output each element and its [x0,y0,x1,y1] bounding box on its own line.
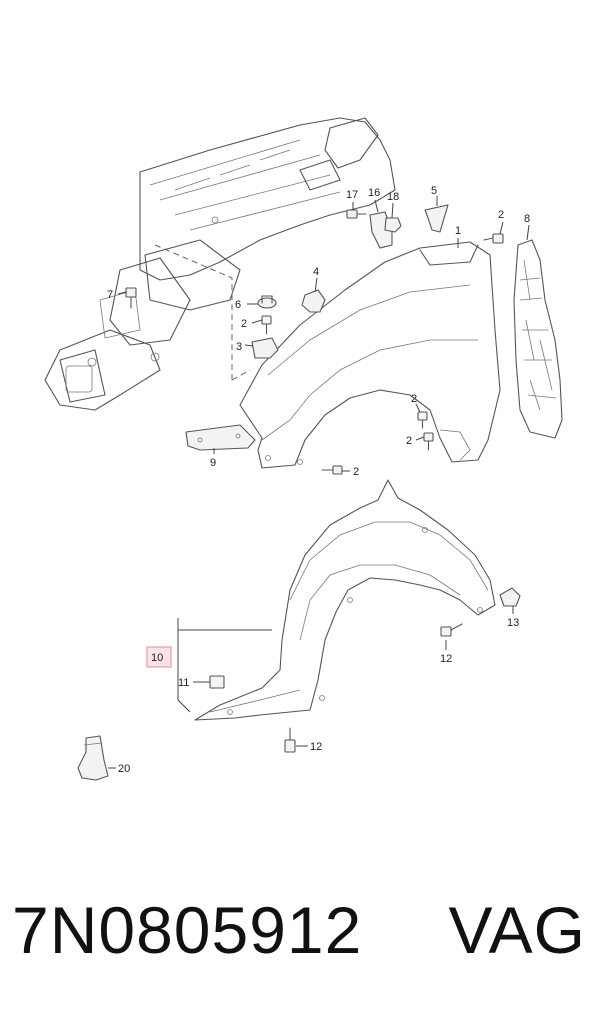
leader-lines [108,196,530,769]
callout-6: 6 [235,299,241,311]
nut-part-6 [257,295,277,309]
callout-20: 20 [118,763,130,775]
callout-2-mid: 2 [241,318,247,330]
callouts: 17 16 18 5 1 2 8 4 7 6 2 3 2 2 9 2 10 11… [107,185,530,775]
callout-1: 1 [455,225,461,237]
grommet-part-20 [77,735,109,781]
front-wing-panel [239,241,501,469]
callout-2-lower-b: 2 [406,435,412,447]
callout-5: 5 [431,185,437,197]
nut-part-18 [384,217,402,233]
callout-18: 18 [387,191,399,203]
clip-part-3 [251,337,279,359]
callout-2-lower-a: 2 [411,393,417,405]
callout-12-lower: 12 [310,741,322,753]
clip-part-11 [209,675,225,689]
callout-13: 13 [507,617,519,629]
screw-part-2-top [483,233,504,244]
part-number: 7N0805912 [12,893,363,967]
callout-3: 3 [236,341,242,353]
screw-part-2-lower-a [417,411,428,429]
callout-2-top: 2 [498,209,504,221]
callout-8: 8 [524,213,530,225]
callout-12-upper: 12 [440,653,452,665]
body-frame-structure [44,117,396,411]
callout-16: 16 [368,187,380,199]
screw-part-2-lower-b [423,432,434,451]
callout-7: 7 [107,289,113,301]
screw-part-12-upper [440,623,463,637]
screw-part-12-lower [284,727,296,753]
bolt-part-17 [346,209,367,219]
callout-2-bottom: 2 [353,466,359,478]
wing-bracket-part-8 [513,239,563,439]
clip-part-5 [424,204,449,233]
screw-part-7 [125,287,137,309]
wheel-housing-liner-part-10 [194,479,496,721]
screw-part-2-bottom [321,465,343,475]
clip-part-13 [499,587,521,607]
callout-9: 9 [210,457,216,469]
callout-11: 11 [178,677,189,689]
brand-label: VAG [448,893,586,967]
callout-4: 4 [313,266,319,278]
assembly-guide-lines [154,244,251,381]
parts-diagram: 17 16 18 5 1 2 8 4 7 6 2 3 2 2 9 2 10 11… [44,117,563,781]
callout-10: 10 [151,652,163,664]
bracket-part-9 [185,424,256,451]
callout-17: 17 [346,189,358,201]
clip-part-4 [301,289,326,313]
callout-10-highlight [146,646,172,668]
screw-part-2-mid [261,315,272,335]
footer: 7N0805912 VAG [0,880,600,980]
